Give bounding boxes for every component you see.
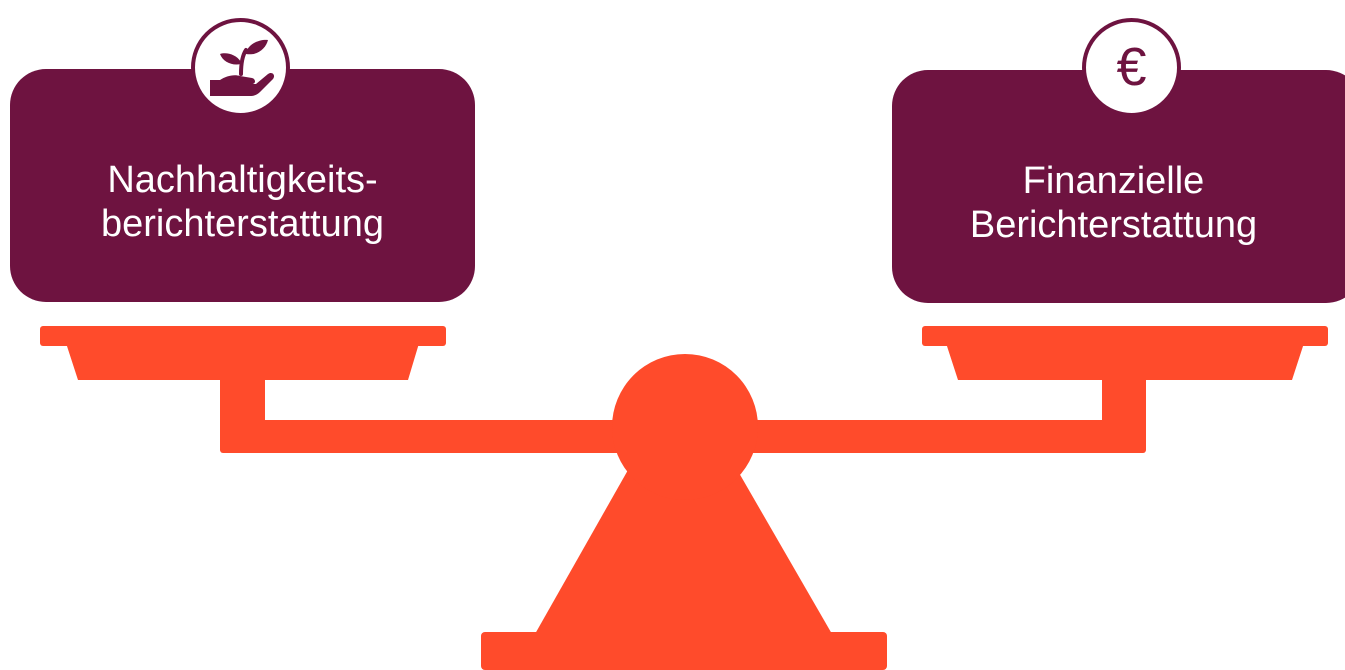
sustainability-reporting-label: Nachhaltigkeits- berichterstattung [100,158,385,245]
euro-glyph: € [1116,36,1147,97]
financial-reporting-label: Finanzielle Berichterstattung [969,159,1258,246]
left-pan [40,326,446,450]
scale-base-plate [481,632,887,670]
sustainability-reporting-box: Nachhaltigkeits- berichterstattung [10,69,475,302]
right-pan [922,326,1328,450]
plant-in-hand-icon [191,18,290,117]
plant-in-hand-glyph [209,39,274,96]
scale-stand [535,440,832,634]
scale-pivot [612,354,758,500]
euro-icon: € [1082,18,1181,117]
